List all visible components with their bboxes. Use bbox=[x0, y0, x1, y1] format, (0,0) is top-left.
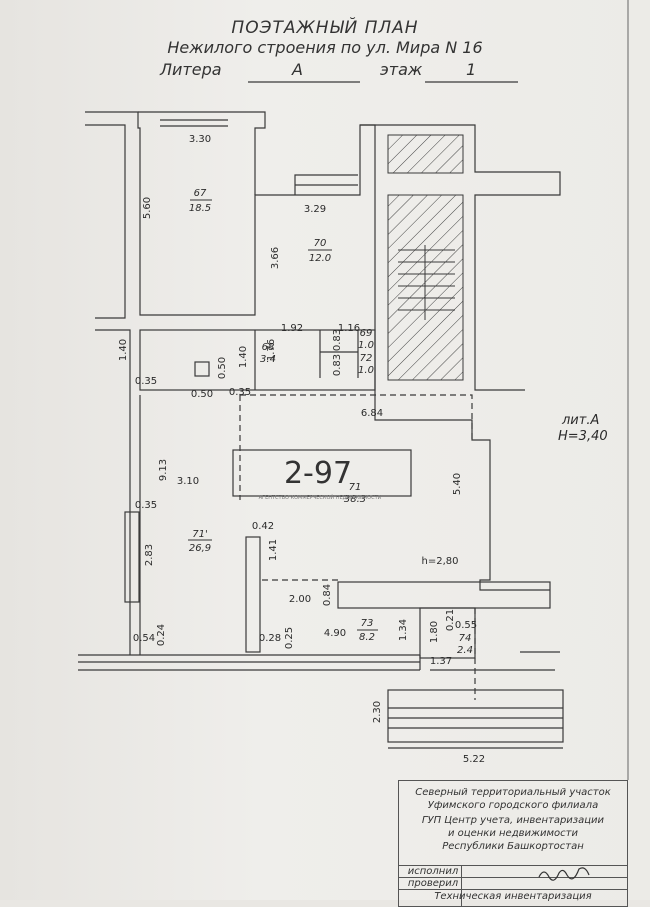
room-67-number: 67 bbox=[194, 188, 207, 199]
dim-label: 0.83 bbox=[332, 354, 343, 376]
height-label: H=3,40 bbox=[558, 429, 608, 444]
inventory-label: Техническая инвентаризация bbox=[434, 891, 592, 902]
porch-stairs bbox=[387, 689, 564, 743]
floor-label: этаж bbox=[380, 60, 423, 79]
dim-label: 0.50 bbox=[217, 357, 228, 379]
stamp-frame bbox=[232, 449, 412, 497]
wall bbox=[85, 111, 550, 591]
stamp-number: 2-97 bbox=[284, 456, 352, 491]
dim-label: 1.41 bbox=[268, 539, 279, 561]
executed-label: исполнил bbox=[407, 866, 459, 877]
dim-label: 0.35 bbox=[135, 500, 157, 511]
dim-label: 0.54 bbox=[133, 633, 155, 644]
wall bbox=[294, 174, 358, 195]
room-71a-number: 71' bbox=[192, 529, 207, 540]
room-69-number: 69 bbox=[360, 328, 373, 339]
wall bbox=[138, 111, 266, 195]
partition bbox=[245, 536, 261, 653]
dim-label: 0.42 bbox=[252, 521, 274, 532]
room-71a-area: 26,9 bbox=[189, 543, 211, 554]
room-70-number: 70 bbox=[314, 238, 327, 249]
room-74-area: 2.4 bbox=[457, 645, 473, 656]
litera-value: А bbox=[292, 60, 303, 79]
dim-label: 6.84 bbox=[361, 408, 383, 419]
title-block-line: Северный территориальный участок bbox=[415, 787, 611, 798]
title-block-line: Республики Башкортостан bbox=[442, 841, 584, 852]
dim-label: 0.24 bbox=[156, 624, 167, 646]
dim-label: 2.30 bbox=[372, 701, 383, 723]
dim-label: 0.50 bbox=[191, 389, 213, 400]
wall bbox=[95, 329, 131, 395]
room-71-area: 38.3 bbox=[344, 494, 366, 505]
floor-value: 1 bbox=[466, 60, 477, 79]
dim-label: 0.84 bbox=[322, 584, 333, 606]
dim-label: 3.66 bbox=[270, 247, 281, 269]
room-72-area: 1.0 bbox=[358, 365, 374, 376]
title-block-line: ГУП Центр учета, инвентаризации bbox=[421, 815, 605, 826]
room-71-number: 71 bbox=[349, 482, 362, 493]
dim-label: h=2,80 bbox=[422, 556, 459, 567]
dim-label: 1.40 bbox=[118, 339, 129, 361]
dim-label: 5.22 bbox=[463, 754, 485, 765]
dim-label: 0.35 bbox=[135, 376, 157, 387]
room-72-number: 72 bbox=[360, 353, 373, 364]
room-68-number: 68 bbox=[262, 342, 275, 353]
dim-label: 1.80 bbox=[429, 621, 440, 643]
dim-label: 0.55 bbox=[455, 620, 477, 631]
dim-label: 3.10 bbox=[177, 476, 199, 487]
dim-label: 9.13 bbox=[158, 459, 169, 481]
litera-label: Литера bbox=[160, 60, 222, 79]
room-73-number: 73 bbox=[361, 618, 374, 629]
title-block-line: и оценки недвижимости bbox=[448, 828, 578, 839]
dim-label: 1.37 bbox=[430, 656, 452, 667]
dim-label: 0.83 bbox=[332, 329, 343, 351]
dim-label: 2.83 bbox=[144, 544, 155, 566]
stairwell-top bbox=[387, 134, 464, 174]
column bbox=[194, 361, 210, 377]
wall bbox=[139, 329, 376, 391]
plan-title: ПОЭТАЖНЫЙ ПЛАН bbox=[231, 18, 419, 38]
room-69-area: 1.0 bbox=[358, 340, 374, 351]
partition bbox=[337, 581, 551, 609]
dim-label: 1.40 bbox=[238, 346, 249, 368]
dim-label: 0.21 bbox=[445, 609, 456, 631]
room-74-number: 74 bbox=[459, 633, 472, 644]
dim-label: 2.00 bbox=[289, 594, 311, 605]
dim-label: 3.30 bbox=[189, 134, 211, 145]
wall bbox=[85, 124, 126, 319]
room-68-area: 3.4 bbox=[260, 354, 276, 365]
wall bbox=[124, 511, 140, 603]
dim-label: 0.28 bbox=[259, 633, 281, 644]
dim-label: 1.16 bbox=[338, 323, 360, 334]
title-block: Северный территориальный участок Уфимско… bbox=[398, 780, 628, 907]
wall bbox=[360, 124, 561, 391]
room-73-area: 8.2 bbox=[359, 632, 375, 643]
room-70-area: 12.0 bbox=[309, 253, 331, 264]
title-block-line: Уфимского городского филиала bbox=[427, 800, 599, 811]
checked-label: проверил bbox=[407, 878, 459, 889]
dim-label: 0.35 bbox=[229, 387, 251, 398]
watermark: АГЕНТСТВО КОММЕРЧЕСКОЙ НЕДВИЖИМОСТИ bbox=[259, 494, 382, 501]
dim-label: 0.25 bbox=[284, 627, 295, 649]
room-67-area: 18.5 bbox=[189, 203, 211, 214]
dim-label: 1.76 bbox=[266, 339, 277, 361]
dim-label: 3.29 bbox=[304, 204, 326, 215]
wall bbox=[240, 394, 473, 440]
dim-label: 4.90 bbox=[324, 628, 346, 639]
dim-label: 1.92 bbox=[281, 323, 303, 334]
dim-label: 5.60 bbox=[142, 197, 153, 219]
signature bbox=[538, 867, 590, 881]
lit-label: лит.А bbox=[561, 413, 599, 428]
dim-label: 5.40 bbox=[452, 473, 463, 495]
dim-label: 1.34 bbox=[398, 619, 409, 641]
plan-subtitle: Нежилого строения по ул. Мира N 16 bbox=[167, 38, 483, 57]
